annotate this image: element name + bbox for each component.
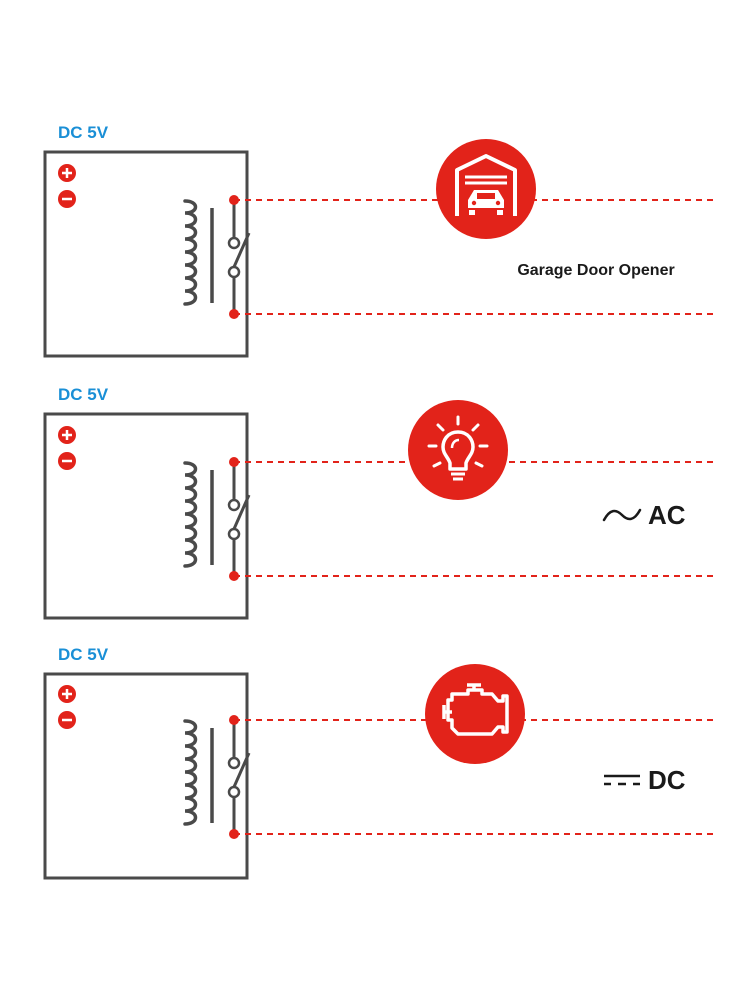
current-type-label: AC <box>648 500 686 530</box>
relay-coil-switch-icon <box>183 198 251 315</box>
relay-box <box>43 150 249 358</box>
dc-symbol-icon <box>604 774 640 786</box>
relay-coil-switch-icon <box>183 718 251 835</box>
relay-panel-2: DC 5V A <box>43 385 715 620</box>
contact-dot <box>229 457 239 467</box>
relay-box <box>43 672 249 880</box>
relay-panel-1: DC 5V Garage Door Opener <box>43 123 715 358</box>
load-caption: Garage Door Opener <box>517 262 674 279</box>
contact-dot <box>229 571 239 581</box>
contact-dot <box>229 829 239 839</box>
minus-terminal-icon <box>58 452 76 470</box>
supply-label: DC 5V <box>58 123 109 142</box>
supply-label: DC 5V <box>58 385 109 404</box>
minus-terminal-icon <box>58 190 76 208</box>
current-type-label: DC <box>648 765 686 795</box>
contact-dot <box>229 715 239 725</box>
ac-sine-icon <box>602 508 642 522</box>
plus-terminal-icon <box>58 426 76 444</box>
relay-box <box>43 412 249 620</box>
minus-terminal-icon <box>58 711 76 729</box>
garage-car-icon <box>436 139 536 239</box>
relay-coil-switch-icon <box>183 460 251 577</box>
plus-terminal-icon <box>58 685 76 703</box>
plus-terminal-icon <box>58 164 76 182</box>
light-bulb-icon <box>408 400 508 500</box>
supply-label: DC 5V <box>58 645 109 664</box>
contact-dot <box>229 195 239 205</box>
relay-panel-3: DC 5V DC <box>43 645 715 880</box>
contact-dot <box>229 309 239 319</box>
engine-icon <box>425 664 525 764</box>
